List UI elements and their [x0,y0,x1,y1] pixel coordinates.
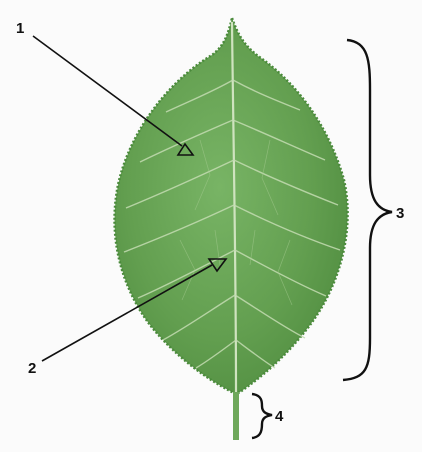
label-1: 1 [16,20,24,37]
label-3: 3 [396,205,404,222]
label-4: 4 [275,408,284,425]
leader-line-1 [33,36,182,146]
petiole-brace [252,394,272,438]
label-2: 2 [28,360,36,377]
blade-brace [343,40,392,380]
petiole [233,392,239,440]
